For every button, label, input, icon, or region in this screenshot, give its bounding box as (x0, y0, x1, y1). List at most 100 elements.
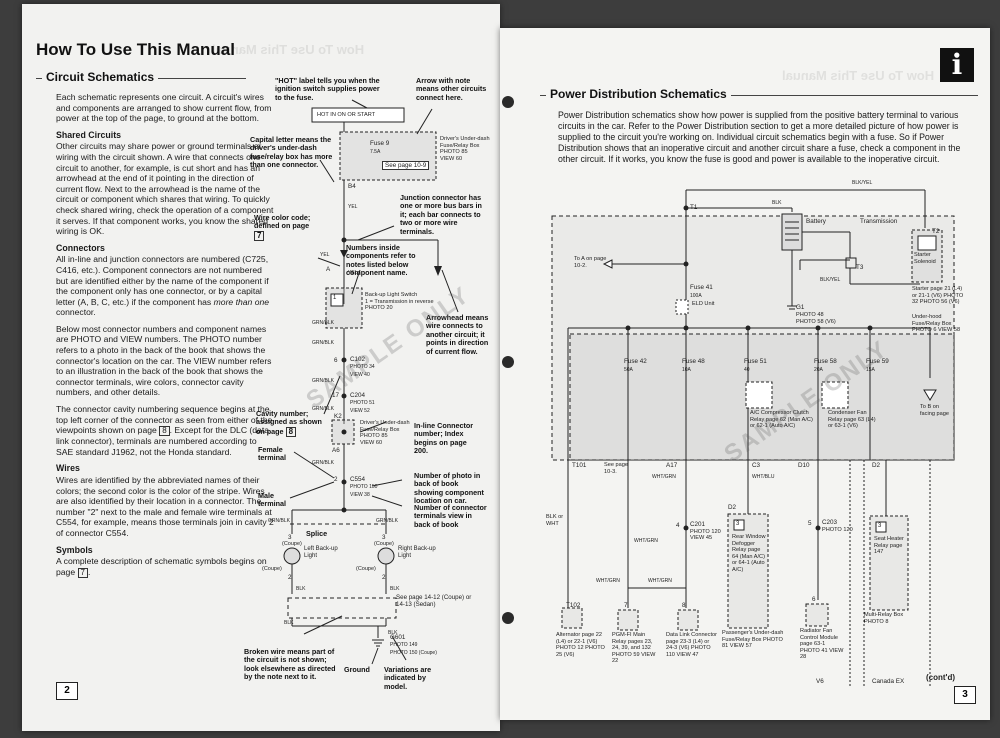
wire-grn-blk-4: GRN/BLK (312, 406, 334, 412)
fuse-51-amp: 40 (744, 367, 750, 373)
radiator-cavity-6: 6 (812, 596, 816, 603)
connector-d2: D2 (872, 462, 881, 469)
wire-wht-blu: WHT/BLU (752, 474, 775, 480)
power-distribution-diagram (551, 189, 955, 688)
wire-wht-grn-3: WHT/GRN (596, 578, 620, 584)
see-page-10-3: See page 10-3. (604, 462, 628, 475)
shared-paragraph: Other circuits may share power or ground… (56, 141, 274, 237)
left-coupe-label-2: (Coupe) (262, 566, 282, 572)
fuse-48-amp: 10A (682, 367, 691, 373)
photo-paragraph: Below most connector numbers and compone… (56, 323, 272, 398)
annotation-ground: Ground (344, 665, 370, 674)
annotation-view-number: Number of connector terminals view in ba… (414, 503, 487, 529)
see-page-note: See page 14-12 (Coupe) or 14-13 (Sedan) (396, 594, 472, 608)
wire-yel-3: YEL (348, 270, 358, 276)
fuse-label: Fuse 9 (370, 140, 390, 147)
body-text-column: Each schematic represents one circuit. A… (56, 92, 276, 584)
transmission-label: Transmission (860, 218, 898, 225)
page-ref-box: 7 (77, 567, 88, 578)
wire-blk-yel: BLK/YEL (852, 180, 873, 186)
battery-label: Battery (806, 218, 826, 225)
wires-heading: Wires (56, 463, 80, 474)
fuse-58-amp: 20A (814, 367, 823, 373)
section-rule (540, 95, 978, 96)
annotation-splice: Splice (306, 529, 328, 538)
variant-canada-ex: Canada EX (872, 678, 905, 685)
connector-a6: A6 (332, 447, 340, 454)
fuse-59: Fuse 59 (866, 358, 889, 365)
hot-box-label: HOT IN ON OR START (317, 112, 376, 118)
annotation-male-terminal: Male terminal (258, 491, 286, 509)
left-cavity-2: 2 (288, 574, 292, 581)
right-backup-light: Right Back-up Light (398, 546, 436, 559)
to-a-note: To A on page 10-2. (574, 256, 607, 269)
right-coupe-label: (Coupe) (374, 541, 394, 547)
fuse-58: Fuse 58 (814, 358, 837, 365)
cavity-17: 17 (332, 392, 340, 399)
pgm-cavity-7: 7 (624, 602, 628, 609)
connector-b4: B4 (348, 183, 356, 190)
seat-relay-cavity-3: 3 (878, 523, 882, 529)
terminal-t3: T3 (856, 264, 864, 271)
annotation-photo-number: Number of photo in back of book showing … (414, 471, 484, 506)
switch-note-num: 1 (333, 295, 337, 301)
rear-defogger-relay: Rear Window Defogger Relay page 64 (Man … (732, 534, 766, 573)
info-icon: i (940, 48, 974, 82)
intro-paragraph: Each schematic represents one circuit. A… (56, 92, 272, 124)
seat-heater-relay: Seat Heater Relay page 147 (874, 536, 904, 555)
wire-blk-3: BLK (284, 620, 294, 626)
annotation-capital-letter: Capital letter means the driver's under-… (250, 135, 333, 170)
wire-grn-blk-7: GRN/BLK (376, 518, 398, 524)
terminal-t101: T101 (572, 462, 587, 469)
page-title: How To Use This Manual (36, 40, 235, 59)
shared-heading: Shared Circuits (56, 129, 122, 140)
relay-cavity-3: 3 (736, 521, 740, 527)
annotation-arrowhead: Arrowhead means wire connects to another… (426, 313, 489, 356)
starter-ref: Starter page 21 (L4) or 21-1 (V6) PHOTO … (912, 286, 964, 305)
connector-d10: D10 (798, 462, 810, 469)
wire-grn-blk-5: GRN/BLK (312, 460, 334, 466)
wire-blk-4: BLK (388, 630, 398, 636)
radiator-fan-module: Radiator Fan Control Module page 63-1 PH… (800, 628, 844, 660)
cavity-5: 5 (808, 520, 812, 527)
fuse-51: Fuse 51 (744, 358, 767, 365)
pgm-fi-relay: PGM-FI Main Relay pages 23, 24, 39, and … (612, 632, 656, 664)
right-coupe-label-2: (Coupe) (356, 566, 376, 572)
section-heading: Circuit Schematics (42, 70, 159, 84)
annotation-broken-wire: Broken wire means part of the circuit is… (244, 647, 336, 682)
see-page-box: See page 10-9 (382, 161, 430, 171)
annotation-variations: Variations are indicated by model. (384, 665, 432, 691)
eld-unit: ELD Unit (692, 301, 715, 307)
connector-k2: K2 (334, 413, 342, 420)
annotation-wire-color: Wire color code; defined on page 7 (254, 213, 311, 241)
wire-grn-blk-3: GRN/BLK (312, 378, 334, 384)
right-page: How To Use This Manual i Power Distribut… (500, 28, 990, 720)
wire-wht-grn-2: WHT/GRN (634, 538, 658, 544)
under-hood-box: Under-hood Fuse/Relay Box PHOTO 6 VIEW 5… (912, 314, 961, 333)
ground-g1: G1 (796, 304, 805, 311)
fuse-41: Fuse 41 (690, 284, 713, 291)
wire-wht-grn: WHT/GRN (652, 474, 676, 480)
left-cavity-3: 3 (288, 534, 292, 541)
continued-label: (cont'd) (926, 673, 956, 682)
page-number: 2 (56, 682, 78, 700)
left-backup-light: Left Back-up Light (304, 546, 338, 559)
connector-c3: C3 (752, 462, 761, 469)
to-b-note: To B on facing page (920, 404, 949, 417)
data-link-connector: Data Link Connector page 23-3 (L4) or 24… (666, 632, 717, 658)
passenger-fuse-box: Passenger's Under-dash Fuse/Relay Box PH… (722, 630, 784, 649)
connector-d2b: D2 (728, 504, 737, 511)
alternator-ref: Alternator page 22 (L4) or 22-1 (V6) PHO… (556, 632, 605, 658)
cavity-paragraph: The connector cavity numbering sequence … (56, 404, 273, 457)
wires-paragraph: Wires are identified by the abbreviated … (56, 475, 274, 538)
right-cavity-3: 3 (382, 534, 386, 541)
wire-blk-or-wht: BLK or WHT (546, 514, 564, 527)
wire-blk-yel-2: BLK/YEL (820, 277, 841, 283)
dlc-cavity-8: 8 (682, 602, 686, 609)
